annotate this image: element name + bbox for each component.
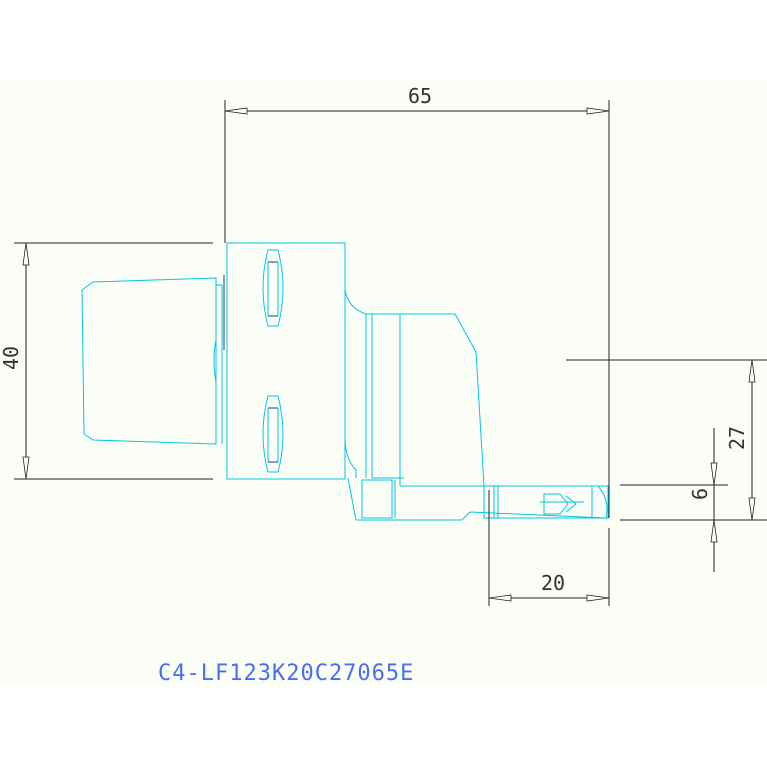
dim-height: 40 [0, 242, 213, 480]
clamping-block [226, 242, 346, 480]
overall-length-label: 65 [408, 84, 432, 108]
dim-insert-width: 6 [620, 428, 728, 572]
dim-overall-length: 65 [224, 84, 610, 518]
part-code-label: C4-LF123K20C27065E [158, 661, 414, 686]
insert-tip [483, 485, 609, 519]
insert-width-label: 6 [688, 488, 712, 500]
height-label: 40 [0, 346, 23, 370]
dim-insert-length: 20 [488, 490, 610, 606]
tool-head [344, 289, 607, 521]
center-height-label: 27 [725, 426, 749, 450]
shank-outline [81, 275, 225, 445]
insert-length-label: 20 [541, 571, 565, 595]
drawing-area [0, 80, 767, 685]
dim-center-height: 27 [566, 359, 767, 521]
